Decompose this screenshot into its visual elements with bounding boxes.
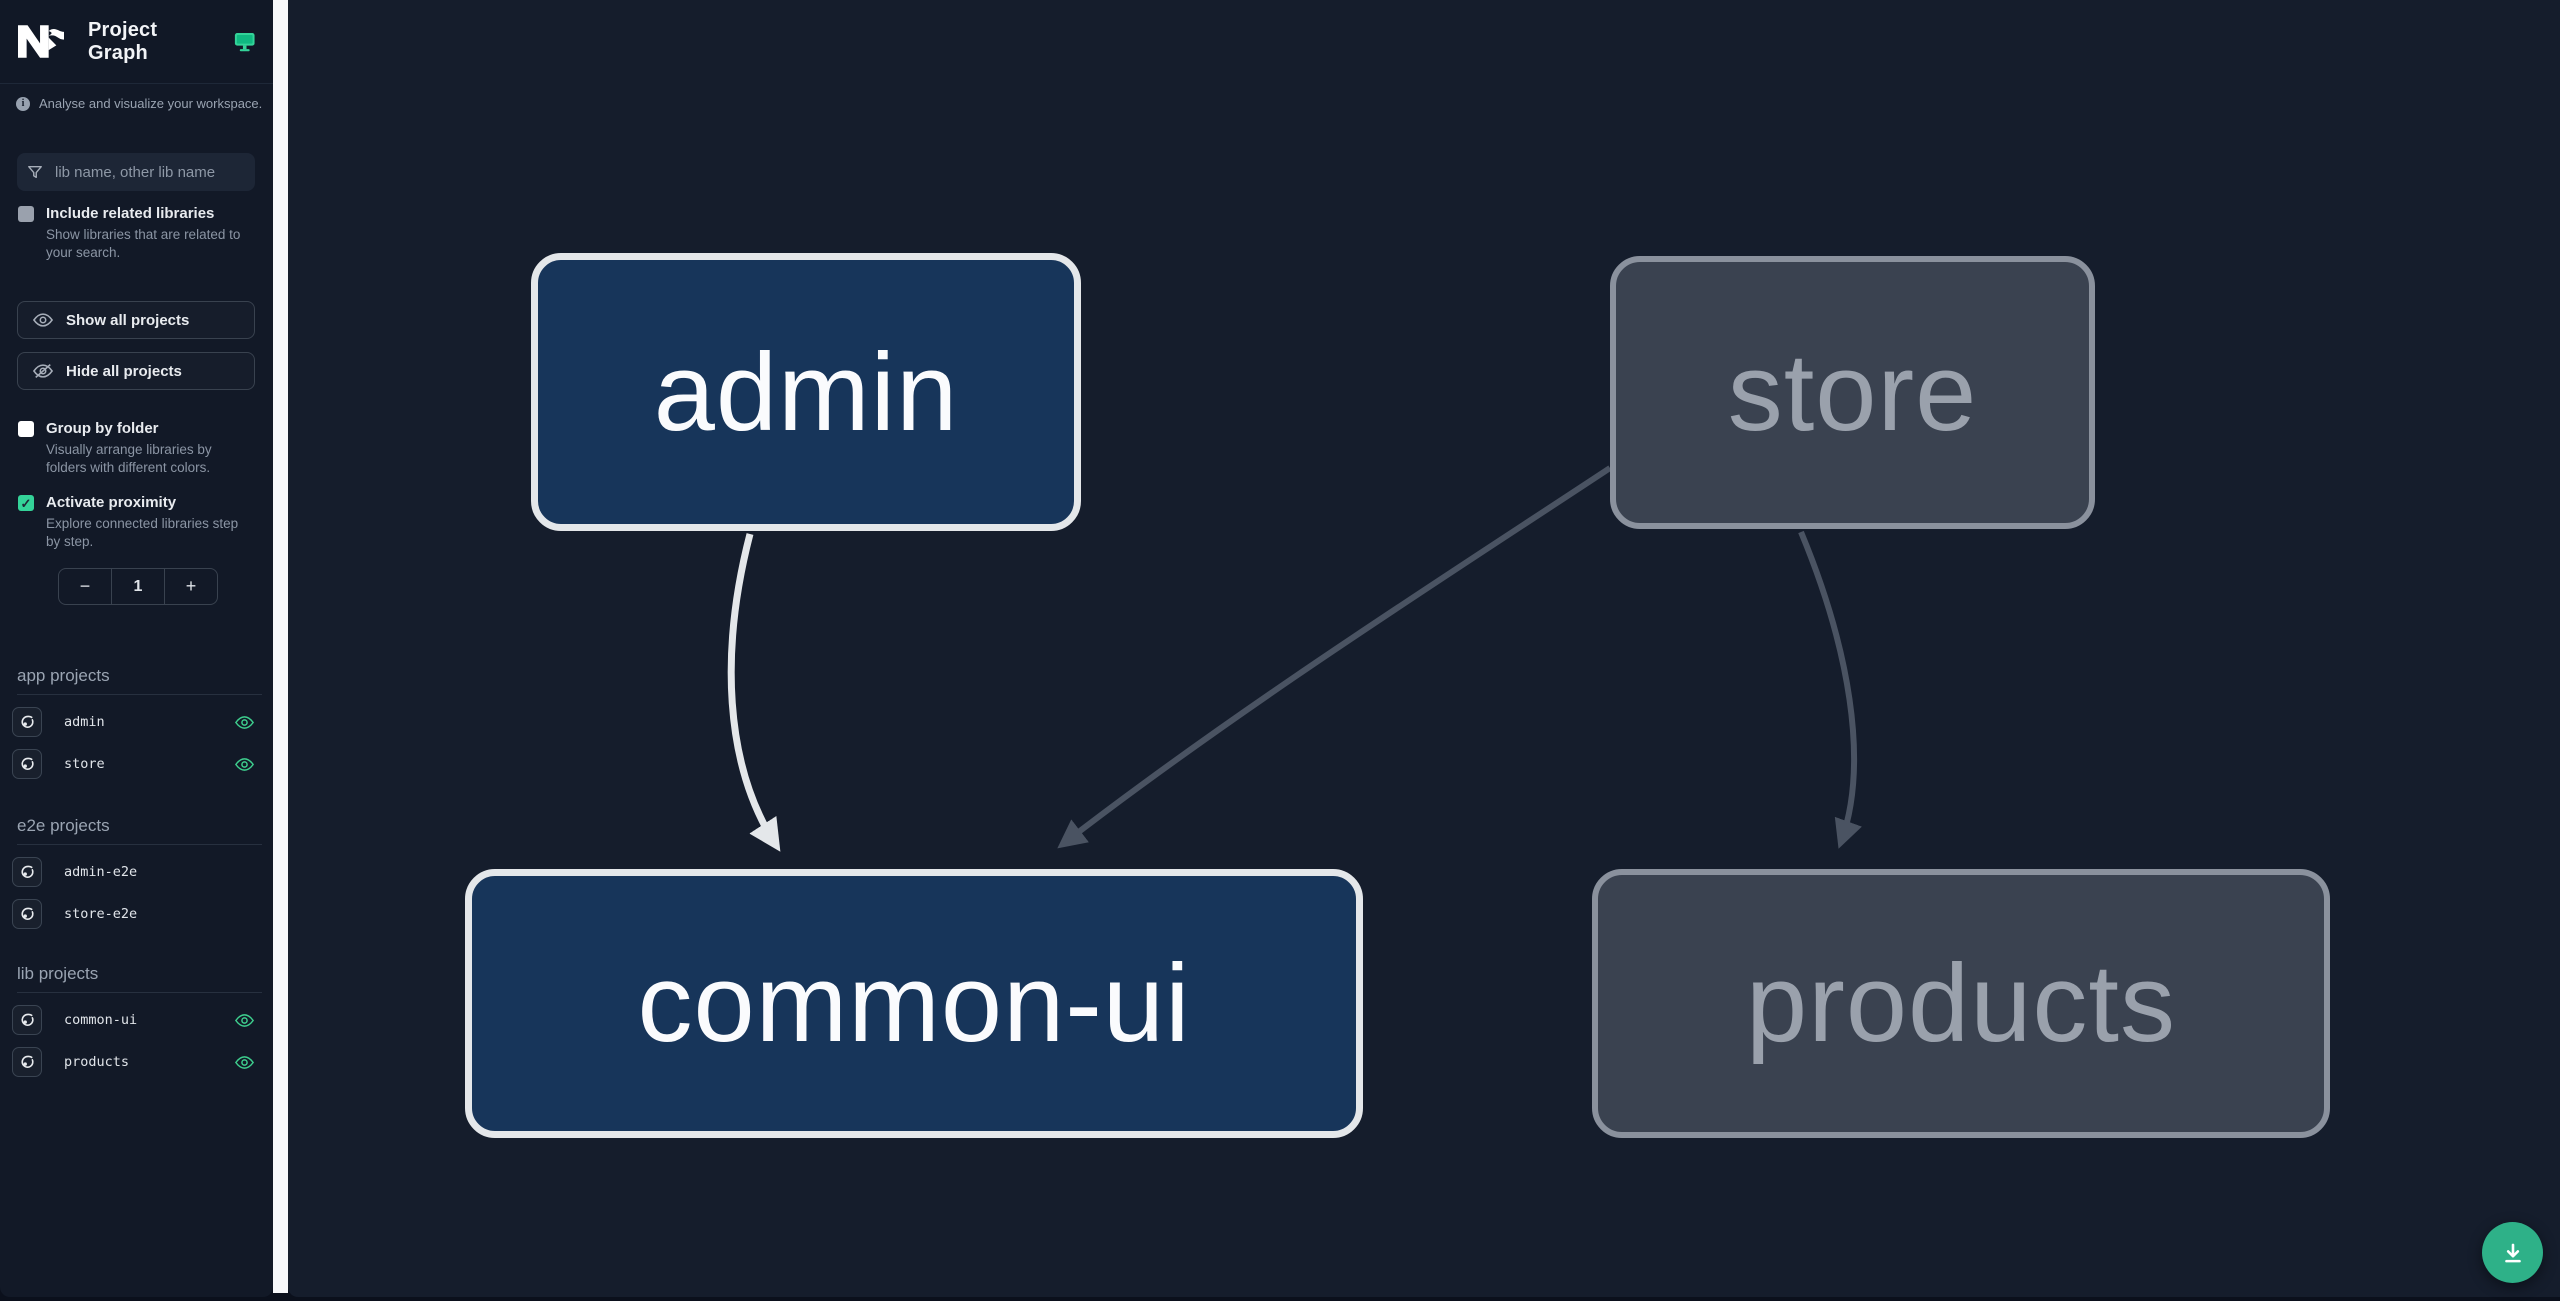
visibility-eye-icon[interactable] <box>235 1055 254 1070</box>
focus-icon <box>21 907 34 920</box>
proximity-decrement-button[interactable]: − <box>79 576 91 596</box>
project-name: store <box>64 756 105 772</box>
project-name: admin <box>64 714 105 730</box>
focus-icon <box>21 1013 34 1026</box>
checkmark-icon: ✓ <box>20 495 32 511</box>
focus-project-button[interactable] <box>12 857 42 887</box>
project-row-store: store <box>12 749 273 779</box>
activate-proximity-label: Activate proximity <box>46 494 177 511</box>
section-app-projects: app projects admin <box>0 666 273 779</box>
project-row-admin-e2e: admin-e2e <box>12 857 273 887</box>
focus-project-button[interactable] <box>12 1005 42 1035</box>
eye-off-icon <box>33 364 53 378</box>
project-row-products: products <box>12 1047 273 1077</box>
filter-icon <box>17 164 53 180</box>
download-graph-button[interactable] <box>2482 1222 2543 1283</box>
hide-all-projects-label: Hide all projects <box>66 362 182 380</box>
graph-node-common-ui[interactable]: common-ui <box>465 869 1363 1138</box>
group-by-folder-description: Visually arrange libraries by folders wi… <box>46 442 212 476</box>
activate-proximity-row: ✓ Activate proximity Explore connected l… <box>18 494 259 551</box>
download-icon <box>2504 1243 2521 1262</box>
sidebar-header: Project Graph <box>0 0 273 84</box>
graph-canvas[interactable]: admin store common-ui products <box>288 0 2560 1297</box>
project-name: store-e2e <box>64 906 138 922</box>
visibility-eye-icon[interactable] <box>235 1013 254 1028</box>
focus-icon <box>21 757 34 770</box>
search-box <box>17 153 255 191</box>
graph-edges <box>727 465 1862 852</box>
section-title: app projects <box>17 666 262 695</box>
hide-all-projects-button[interactable]: Hide all projects <box>17 352 255 390</box>
focus-icon <box>21 715 34 728</box>
node-label: products <box>1746 942 2176 1065</box>
include-related-row: Include related libraries Show libraries… <box>18 205 259 262</box>
include-related-label: Include related libraries <box>46 205 215 222</box>
group-by-folder-checkbox[interactable] <box>18 421 34 437</box>
visibility-eye-icon[interactable] <box>235 757 254 772</box>
project-name: admin-e2e <box>64 864 138 880</box>
focus-icon <box>21 865 34 878</box>
focus-icon <box>21 1055 34 1068</box>
show-all-projects-label: Show all projects <box>66 311 190 329</box>
sidebar: Project Graph i Analyse and visualize yo… <box>0 0 273 1297</box>
project-name: common-ui <box>64 1012 138 1028</box>
sidebar-resize-handle[interactable] <box>273 0 288 1293</box>
graph-node-store[interactable]: store <box>1610 256 2095 529</box>
nx-logo-icon <box>18 25 64 58</box>
section-e2e-projects: e2e projects admin-e2e store-e2e <box>0 816 273 929</box>
edge-store-to-products <box>1798 530 1862 849</box>
focus-project-button[interactable] <box>12 707 42 737</box>
search-input[interactable] <box>53 163 255 181</box>
project-name: products <box>64 1054 130 1070</box>
section-lib-projects: lib projects common-ui <box>0 964 273 1077</box>
node-label: admin <box>653 330 959 454</box>
visibility-eye-icon[interactable] <box>235 715 254 730</box>
graph-node-admin[interactable]: admin <box>531 253 1081 531</box>
focus-project-button[interactable] <box>12 899 42 929</box>
monitor-icon[interactable] <box>234 32 255 52</box>
section-title: lib projects <box>17 964 262 993</box>
proximity-increment-button[interactable]: + <box>185 576 197 596</box>
include-related-checkbox[interactable] <box>18 206 34 222</box>
show-all-projects-button[interactable]: Show all projects <box>17 301 255 339</box>
node-label: store <box>1727 331 1978 454</box>
focus-project-button[interactable] <box>12 1047 42 1077</box>
eye-icon <box>33 313 53 327</box>
tagline-text: Analyse and visualize your workspace. <box>39 96 263 111</box>
include-related-description: Show libraries that are related to your … <box>46 227 241 261</box>
group-by-folder-row: Group by folder Visually arrange librari… <box>18 420 259 477</box>
info-icon: i <box>16 96 30 111</box>
edge-store-to-common-ui <box>1057 465 1612 849</box>
proximity-value: 1 <box>111 569 165 604</box>
focus-project-button[interactable] <box>12 749 42 779</box>
group-by-folder-label: Group by folder <box>46 420 159 437</box>
section-title: e2e projects <box>17 816 262 845</box>
activate-proximity-description: Explore connected libraries step by step… <box>46 516 239 550</box>
workspace-tagline: i Analyse and visualize your workspace. <box>16 96 262 111</box>
activate-proximity-checkbox[interactable]: ✓ <box>18 495 34 511</box>
page-title: Project Graph <box>88 18 158 64</box>
project-row-store-e2e: store-e2e <box>12 899 273 929</box>
node-label: common-ui <box>637 942 1191 1065</box>
project-row-admin: admin <box>12 707 273 737</box>
graph-node-products[interactable]: products <box>1592 869 2330 1138</box>
proximity-stepper: − 1 + <box>58 568 218 605</box>
project-row-common-ui: common-ui <box>12 1005 273 1035</box>
edge-admin-to-common-ui <box>727 533 781 852</box>
